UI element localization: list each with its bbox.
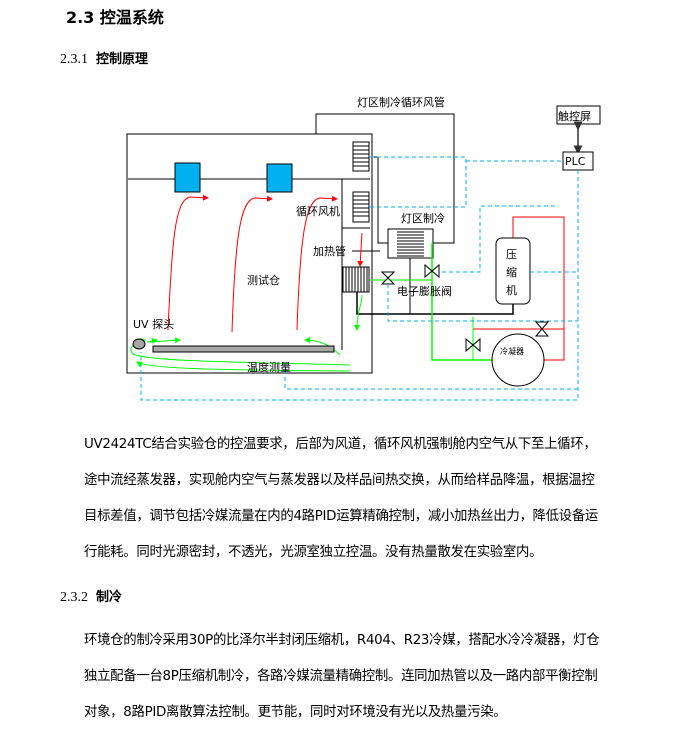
valve-icon <box>380 263 550 353</box>
paragraph-line: 环境仓的制冷采用30P的比泽尔半封闭压缩机，R404、R23冷媒，搭配水冷冷凝器… <box>84 633 600 648</box>
fan-label: 循环风机 <box>296 204 340 218</box>
condenser-label: 冷凝器 <box>500 346 524 356</box>
heater-label: 加热管 <box>313 244 346 258</box>
section-number: 2.3.1 <box>60 52 88 67</box>
temperature-control-diagram: 压 缩 机 冷凝器 触控屏 PLC 灯区制冷循环风管 循环风机 灯区制冷 加热管… <box>126 95 601 401</box>
subsection-heading-refrigeration: 2.3.2 制冷 <box>60 586 122 606</box>
sample-rack <box>152 345 335 353</box>
fan-icon <box>266 163 293 193</box>
paragraph-line: UV2424TC结合实验仓的控温要求，后部为风道，循环风机强制舱内空气从下至上循… <box>84 437 597 452</box>
paragraph-line: 目标差值，调节包括冷媒流量在内的4路PID运算精确控制，减小加热丝出力，降低设备… <box>84 509 599 524</box>
signal-lines <box>140 156 579 401</box>
section-number: 2.3.2 <box>60 590 88 605</box>
touchscreen-label: 触控屏 <box>558 109 591 123</box>
compressor-label: 压 <box>506 248 517 261</box>
louver-icon <box>352 141 370 223</box>
section-title: 控制原理 <box>96 52 149 67</box>
paragraph-line: 途中流经蒸发器，实现舱内空气与蒸发器以及样品间热交换，从而给样品降温，根据温控 <box>84 473 595 488</box>
airflow-arrows <box>167 194 364 333</box>
duct-label: 灯区制冷循环风管 <box>357 95 445 109</box>
section-title: 制冷 <box>96 590 123 605</box>
test-chamber <box>126 133 373 374</box>
heater-coil-icon <box>342 266 370 293</box>
lamp-cooling-label: 灯区制冷 <box>401 212 445 225</box>
uv-probe-label: UV 探头 <box>133 318 174 331</box>
section-heading: 2.3 控温系统 <box>66 8 164 27</box>
temperature-measurement-label: 温度测量 <box>247 360 291 374</box>
paragraph-line: 对象，8路PID离散算法控制。更节能，同时对环境没有光以及热量污染。 <box>84 705 507 720</box>
condenser <box>491 333 545 387</box>
compressor-label: 机 <box>506 283 517 297</box>
expansion-valve-label: 电子膨胀阀 <box>397 284 452 298</box>
cooling-duct <box>315 113 455 244</box>
uv-probe-icon <box>132 338 146 350</box>
chamber-label: 测试仓 <box>247 273 280 287</box>
paragraph-line: 独立配备一台8P压缩机制冷，各路冷媒流量精确控制。连同加热管以及一路内部平衡控制 <box>84 669 598 684</box>
plc-label: PLC <box>565 155 586 168</box>
compressor-label: 缩 <box>506 266 517 279</box>
compressor <box>495 237 531 305</box>
subsection-heading-control-principle: 2.3.1 控制原理 <box>60 48 148 68</box>
paragraph-line: 行能耗。同时光源密封，不透光，光源室独立控温。没有热量散发在实验室内。 <box>84 545 543 560</box>
green-flow-arrows <box>130 294 363 372</box>
fan-icon <box>174 162 201 193</box>
